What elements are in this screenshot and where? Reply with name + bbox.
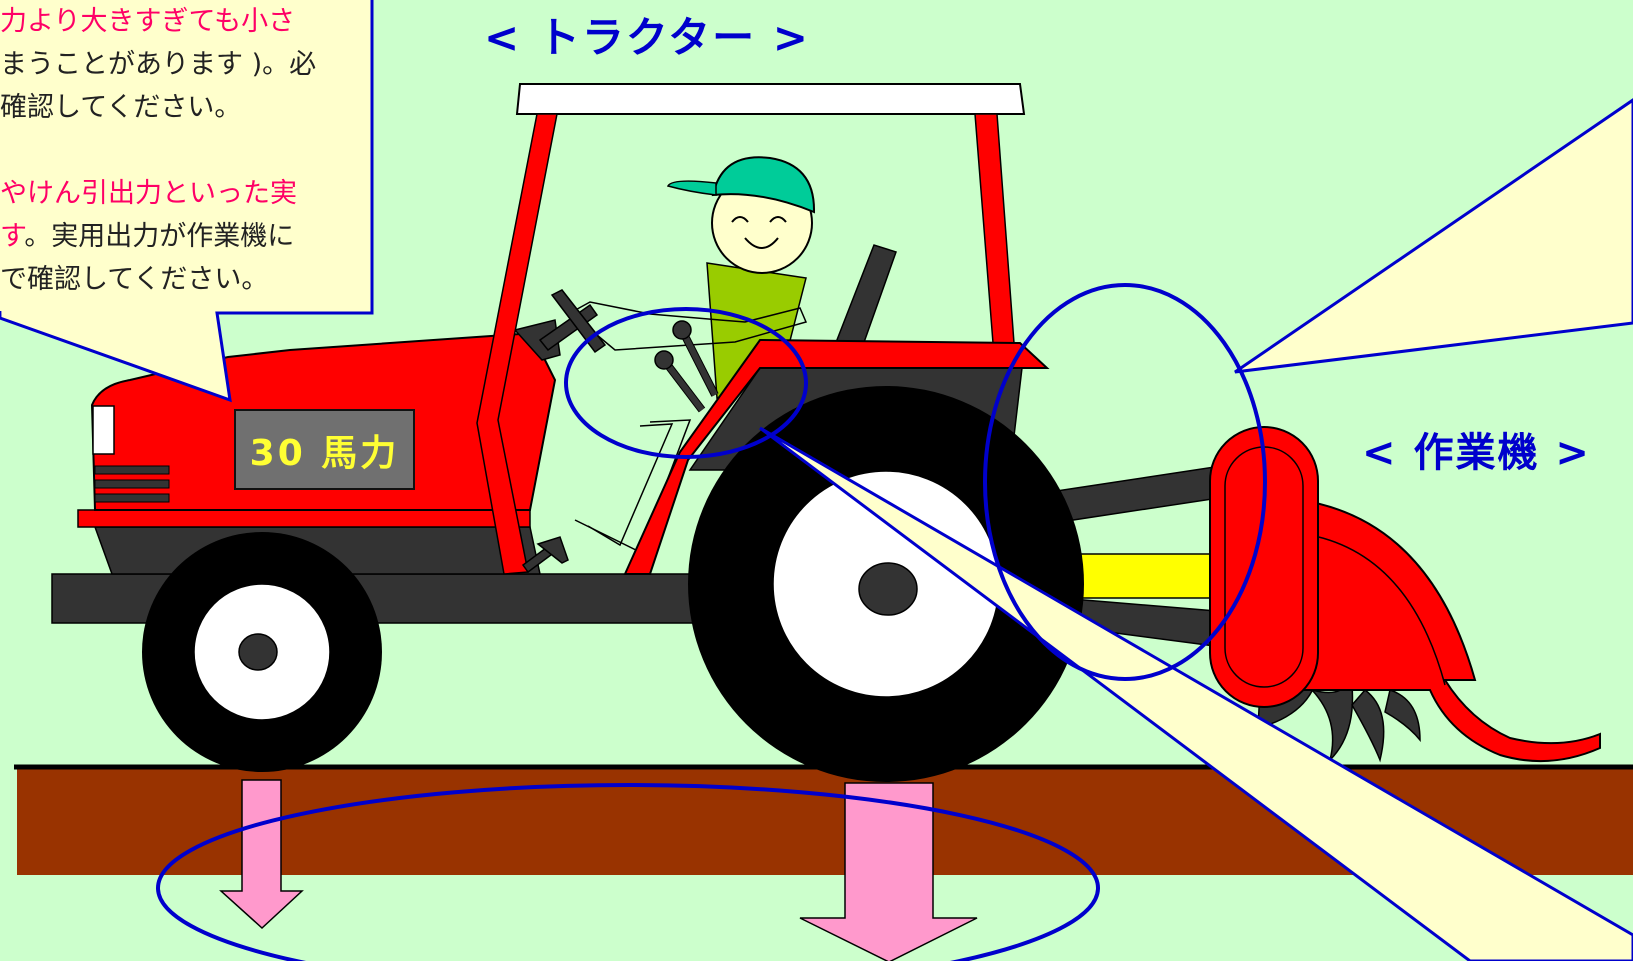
gear-lever-knob [673, 321, 691, 339]
rear-wheel-hub [859, 563, 917, 615]
callout-line: まうことがあります )。必 [0, 43, 350, 86]
headlight-icon [93, 406, 114, 454]
grille-bar [95, 466, 169, 474]
tiller-tine [1352, 690, 1384, 760]
grille-bar [95, 494, 169, 502]
callout-line-pink-part: す [0, 221, 24, 252]
callout-line-rest-part: 。実用出力が作業機に [24, 221, 294, 252]
callout-line-blank [0, 129, 350, 172]
hitch-upper-link [1050, 465, 1232, 522]
tiller-tine [1385, 690, 1420, 740]
horsepower-badge: 30 馬力 [234, 409, 415, 490]
driver-seat [835, 245, 896, 348]
callout-line: 力より大きすぎても小さ [0, 0, 350, 43]
tractor-hood-bottom-stripe [78, 510, 530, 527]
front-wheel-hub [239, 634, 277, 670]
tractor-label: < トラクター > [484, 4, 810, 65]
canopy-roof [517, 84, 1024, 114]
steering-wheel [552, 290, 605, 352]
rear-rops-post [975, 114, 1014, 343]
gear-lever-knob [655, 351, 673, 369]
callout-line: で確認してください。 [0, 258, 350, 301]
grille-bar [95, 480, 169, 488]
driver-cap-brim [668, 181, 716, 195]
callout-line: す。実用出力が作業機に [0, 215, 350, 258]
callout-text-block: 力より大きすぎても小さ まうことがあります )。必 確認してください。 やけん引… [0, 0, 350, 301]
callout-line: 確認してください。 [0, 86, 350, 129]
implement-label: < 作業機 > [1362, 420, 1591, 478]
pto-callout-beam [1235, 100, 1633, 372]
callout-line: やけん引出力といった実 [0, 172, 350, 215]
